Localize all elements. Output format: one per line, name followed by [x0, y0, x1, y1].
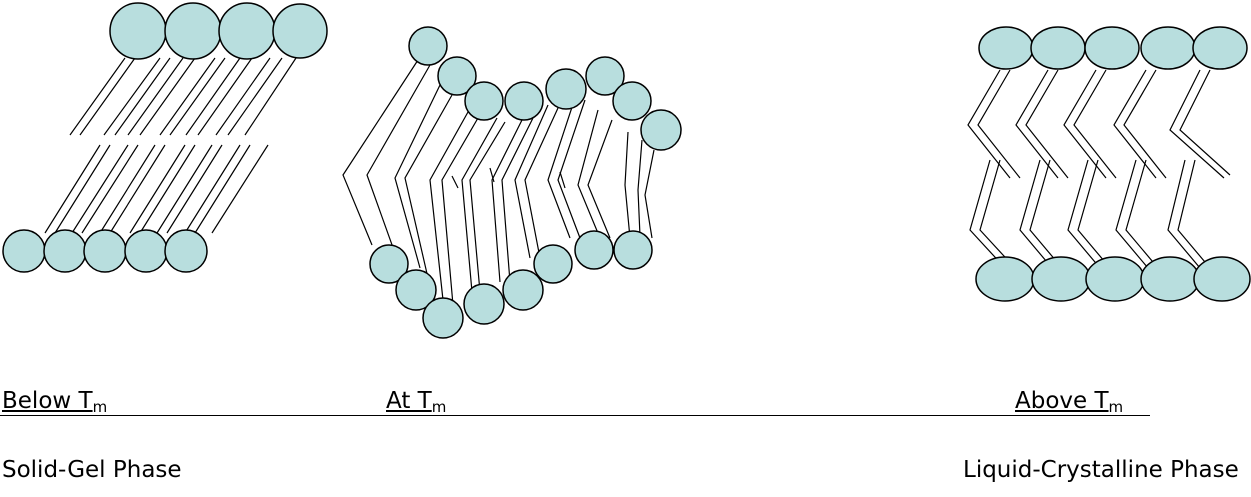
below-tm-text: Below T — [2, 388, 93, 414]
lipid-head — [1193, 256, 1251, 302]
lipid-head — [502, 269, 544, 311]
lipid-head — [109, 2, 167, 60]
liquid-crystalline-heads — [975, 26, 1251, 302]
lipid-head — [612, 81, 652, 121]
lipid-head — [437, 56, 477, 96]
lipid-head — [975, 256, 1035, 302]
liquid-tails-upper — [967, 69, 1231, 179]
lipid-head — [2, 229, 46, 273]
solid-gel-heads — [2, 2, 328, 273]
liquid-crystalline-phase-label: Liquid-Crystalline Phase — [963, 457, 1239, 483]
solid-gel-tails-upper — [69, 57, 297, 136]
ripple-bilayer — [342, 59, 655, 306]
lipid-head — [164, 2, 222, 60]
lipid-head — [408, 26, 448, 66]
lipid-head — [1085, 256, 1145, 302]
lipid-head — [369, 244, 409, 284]
above-tm-subscript: m — [1108, 398, 1124, 416]
solid-gel-tails-lower — [44, 144, 269, 234]
above-tm-text: Above T — [1015, 388, 1109, 414]
lipid-head — [43, 229, 87, 273]
lipid-head — [1140, 26, 1196, 70]
lipid-head — [272, 3, 328, 59]
lipid-head — [574, 230, 614, 270]
lipid-head — [218, 2, 276, 60]
label-underline — [0, 415, 1150, 416]
lipid-head — [464, 81, 504, 121]
at-tm-text: At T — [386, 388, 432, 414]
liquid-crystalline-bilayer — [967, 69, 1231, 269]
lipid-head — [978, 26, 1034, 70]
lipid-head — [1031, 256, 1091, 302]
lipid-head — [164, 229, 208, 273]
lipid-head — [1030, 26, 1086, 70]
lipid-head — [1140, 256, 1200, 302]
lipid-head — [124, 229, 168, 273]
at-tm-subscript: m — [431, 398, 447, 416]
lipid-head — [504, 81, 544, 121]
lipid-head — [545, 68, 587, 110]
at-tm-label: At Tm — [386, 386, 446, 422]
lipid-head — [640, 109, 682, 151]
solid-gel-phase-label: Solid-Gel Phase — [2, 457, 182, 483]
lipid-head — [1084, 26, 1140, 70]
lipid-head — [585, 56, 625, 96]
lipid-head — [1192, 26, 1248, 70]
liquid-tails-lower — [969, 159, 1211, 269]
lipid-head — [422, 297, 464, 339]
lipid-head — [463, 283, 505, 325]
lipid-head — [613, 230, 653, 270]
lipid-head — [83, 229, 127, 273]
below-tm-subscript: m — [92, 398, 108, 416]
ripple-heads — [369, 26, 682, 339]
lipid-head — [395, 269, 437, 311]
above-tm-label: Above Tm — [1015, 386, 1123, 422]
lipid-head — [533, 244, 573, 284]
below-tm-label: Below Tm — [2, 386, 107, 422]
solid-gel-bilayer — [44, 57, 297, 234]
